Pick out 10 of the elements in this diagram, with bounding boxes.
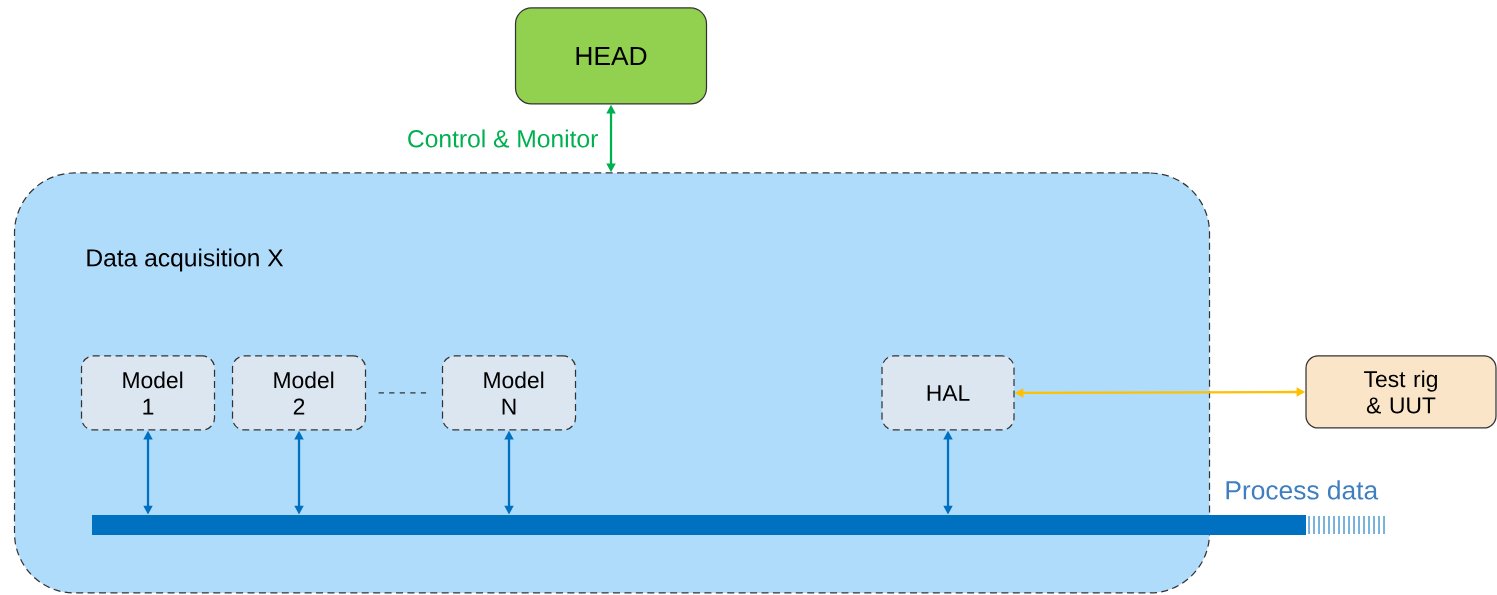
bus-bar bbox=[92, 515, 1385, 535]
bus-label: Process data bbox=[1226, 480, 1379, 500]
process-box: HAL bbox=[881, 355, 1015, 431]
process-box: Model N bbox=[441, 355, 577, 431]
process-box: Model 1 bbox=[80, 355, 216, 431]
edge-label: Control & Monitor bbox=[408, 129, 598, 148]
process-box: Test rig & UUT bbox=[1305, 355, 1497, 429]
connector-line bbox=[378, 392, 430, 394]
process-box: Model 2 bbox=[231, 355, 367, 431]
process-box: HEAD bbox=[514, 7, 708, 105]
